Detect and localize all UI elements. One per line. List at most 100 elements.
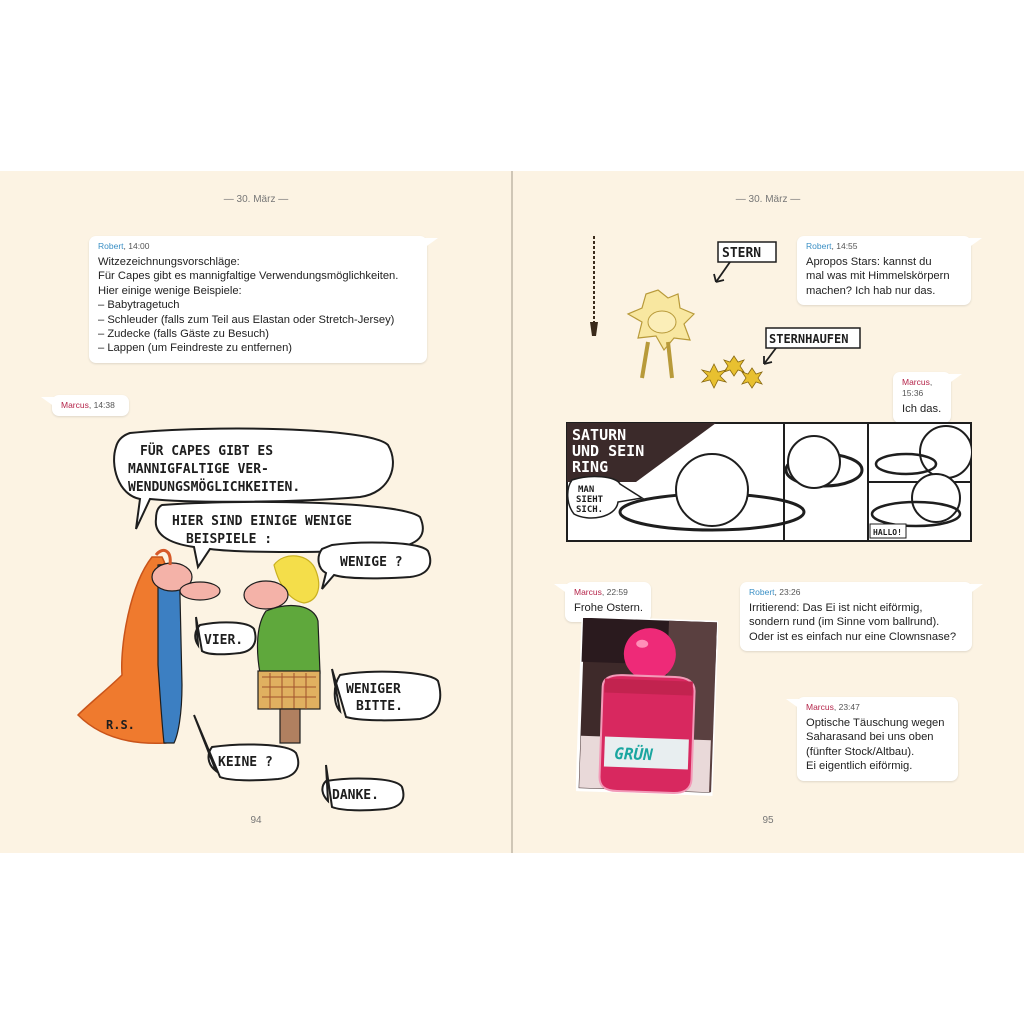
woman-top-icon — [256, 604, 321, 674]
message-time: , 14:38 — [88, 400, 115, 410]
message-line: Apropos Stars: kannst du — [806, 256, 932, 268]
message-line: Optische Täuschung wegen — [806, 717, 945, 729]
sender-name: Robert — [98, 241, 124, 251]
message-time: , 14:00 — [123, 241, 150, 251]
message-robert-2326: Robert, 23:26 Irritierend: Das Ei ist ni… — [740, 582, 983, 652]
pink-egg-icon — [623, 628, 676, 681]
title-corner — [567, 423, 716, 482]
message-time: , 15:36 — [902, 377, 933, 398]
message-line: mal was mit Himmelskörpern — [806, 270, 950, 283]
speech-bubble-7 — [321, 764, 405, 812]
left-page-number: 94 — [250, 815, 262, 826]
star-drawing: STERN STERNHAUFEN — [590, 236, 861, 389]
jar-label: GRÜN — [614, 744, 654, 764]
message-robert-1455: Robert, 14:55 Apropos Stars: kannst du m… — [797, 236, 982, 306]
man-head-icon — [151, 562, 193, 592]
saturn-planet-icon — [911, 473, 961, 523]
arrow-icon — [713, 261, 731, 283]
saturn-planet-icon — [675, 453, 749, 527]
message-time: , 23:26 — [774, 587, 801, 597]
sender-name: Marcus — [61, 400, 89, 410]
message-marcus-2347: Marcus, 23:47 Optische Täuschung wegen S… — [786, 697, 958, 781]
bubble1-line: MANNIGFALTIGE VER- — [128, 462, 269, 477]
message-time: , 22:59 — [601, 587, 628, 597]
message-line: Witzezeichnungsvorschläge: — [98, 256, 240, 268]
message-line: Irritierend: Das Ei ist nicht eiförmig, — [749, 602, 923, 614]
bubble1-line: FÜR CAPES GIBT ES — [140, 443, 273, 459]
bubble2-line: HIER SIND EINIGE WENIGE — [172, 514, 352, 529]
label-star: STERN — [722, 246, 761, 261]
label-cluster-box — [765, 327, 861, 349]
star-legs-icon — [640, 341, 674, 379]
sender-name: Marcus — [806, 702, 834, 712]
message-line: sondern rund (im Sinne vom ballrund). — [749, 616, 940, 629]
saturn-ring-icon — [874, 452, 938, 476]
woman-legs-icon — [279, 708, 301, 744]
comic-speech-line: SIEHT — [576, 495, 604, 505]
message-line: Saharasand bei uns oben — [806, 731, 934, 744]
message-marcus-1438: Marcus, 14:38 — [41, 395, 129, 416]
comic-title-line: SATURN — [572, 426, 626, 444]
message-line: – Lappen (um Feindreste zu entfernen) — [98, 342, 293, 355]
man-hair-icon — [154, 548, 172, 566]
message-line: Frohe Ostern. — [574, 602, 644, 614]
label-cluster: STERNHAUFEN — [769, 332, 848, 346]
speech-bubble-6 — [193, 714, 300, 782]
sender-name: Robert — [749, 587, 775, 597]
sender-name: Marcus — [902, 377, 930, 387]
bubble2-line: BEISPIELE : — [186, 532, 272, 547]
bubble3-text: WENIGE ? — [340, 555, 403, 570]
message-line: Oder ist es einfach nur eine Clownsnase? — [749, 630, 957, 643]
message-robert-1400: Robert, 14:00 Witzezeichnungsvorschläge:… — [89, 236, 438, 363]
woman-face-icon — [243, 580, 289, 610]
speech-bubble-man-sieht-sich — [567, 475, 645, 519]
hanging-weight-icon — [590, 322, 598, 336]
comic-speech-line: MAN — [578, 485, 594, 495]
bubble7-text: DANKE. — [332, 788, 379, 803]
woman-skirt-pattern — [262, 673, 316, 709]
man-nose-icon — [179, 581, 221, 601]
left-page-header: — 30. März — — [223, 194, 289, 205]
saturn-comic: SATURN UND SEIN RING MAN SIEHT SICH. HAL… — [566, 422, 972, 542]
message-time: , 14:55 — [831, 241, 858, 251]
jar-label-tape — [603, 736, 689, 770]
bubble4-text: VIER. — [204, 633, 243, 648]
saturn-planet-icon — [787, 435, 841, 489]
comic-hallo: HALLO! — [873, 528, 902, 537]
cape-cartoon: FÜR CAPES GIBT ES MANNIGFALTIGE VER- WEN… — [76, 427, 442, 812]
star-face-icon — [647, 310, 677, 334]
message-line: machen? Ich hab nur das. — [806, 284, 936, 297]
message-line: – Schleuder (falls zum Teil aus Elastan … — [98, 313, 395, 326]
saturn-ring-icon — [870, 500, 962, 528]
easter-jar-photo: GRÜN — [576, 618, 718, 796]
message-line: (fünfter Stock/Altbau). — [806, 745, 915, 758]
star-cluster-icon — [700, 355, 763, 389]
message-line: Hier einige wenige Beispiele: — [98, 284, 242, 297]
speech-bubble-3 — [317, 541, 432, 590]
right-page-header: — 30. März — — [735, 194, 801, 205]
bubble1-line: WENDUNGSMÖGLICHKEITEN. — [128, 479, 300, 495]
message-marcus-1536: Marcus, 15:36 Ich das. — [893, 372, 962, 424]
comic-title-line: RING — [572, 458, 608, 476]
arrow-icon — [763, 347, 777, 365]
comic-speech-line: SICH. — [576, 505, 603, 515]
label-star-box — [717, 241, 777, 263]
message-line: – Babytragetuch — [98, 299, 180, 312]
right-page-number: 95 — [762, 815, 774, 826]
book-gutter — [511, 171, 513, 853]
message-line: – Zudecke (falls Gäste zu Besuch) — [98, 328, 269, 341]
bubble6-text: KEINE ? — [218, 755, 273, 770]
message-line: Für Capes gibt es mannigfaltige Verwendu… — [98, 270, 399, 283]
message-line: Ei eigentlich eiförmig. — [806, 760, 913, 773]
comic-title-line: UND SEIN — [572, 442, 644, 460]
speech-bubble-1 — [113, 427, 394, 530]
hallo-box — [869, 523, 907, 539]
sender-name: Robert — [806, 241, 832, 251]
message-time: , 23:47 — [833, 702, 860, 712]
message-marcus-2259: Marcus, 22:59 Frohe Ostern. — [554, 582, 651, 623]
message-line: Ich das. — [902, 403, 942, 415]
bubble5-line: BITTE. — [356, 699, 403, 714]
signature: R.S. — [106, 718, 135, 732]
speech-bubble-5 — [331, 668, 442, 722]
speech-bubble-4 — [194, 616, 257, 656]
